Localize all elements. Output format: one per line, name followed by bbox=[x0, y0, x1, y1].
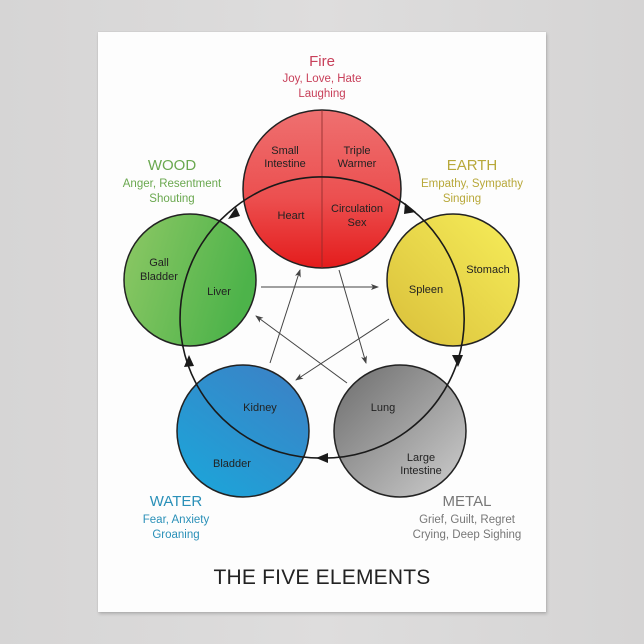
organ-liver: Liver bbox=[207, 286, 231, 298]
wood-circle bbox=[123, 213, 257, 347]
organ-kidney: Kidney bbox=[243, 402, 277, 414]
organ-sex: Sex bbox=[348, 217, 367, 229]
wood-sound: Shouting bbox=[149, 193, 194, 205]
water-emotions: Fear, Anxiety bbox=[143, 514, 210, 526]
fire-organs: Small Intestine Triple Warmer Heart Circ… bbox=[264, 145, 383, 229]
controlling-cycle bbox=[255, 269, 390, 384]
water-circle bbox=[176, 364, 310, 498]
arrow-wood-to-fire-icon bbox=[228, 207, 240, 219]
arrow-metal-to-water-icon bbox=[316, 453, 328, 463]
metal-sound: Crying, Deep Sighing bbox=[413, 529, 522, 541]
metal-label: METAL Grief, Guilt, Regret Crying, Deep … bbox=[413, 493, 522, 541]
water-sound: Groaning bbox=[152, 529, 199, 541]
organ-large-intestine-2: Intestine bbox=[400, 465, 442, 477]
arrow-fire-to-earth-icon bbox=[404, 203, 416, 214]
earth-sound: Singing bbox=[443, 193, 481, 205]
arrow-earth-to-metal-icon bbox=[452, 355, 463, 367]
earth-circle bbox=[386, 213, 520, 347]
water-name: WATER bbox=[150, 493, 203, 510]
water-organs: Kidney Bladder bbox=[213, 402, 277, 470]
metal-organs: Lung Large Intestine bbox=[371, 402, 442, 477]
cycle-arrowheads bbox=[184, 203, 463, 463]
fire-circle bbox=[242, 109, 402, 269]
generating-cycle bbox=[179, 176, 465, 459]
main-title: THE FIVE ELEMENTS bbox=[214, 566, 431, 589]
organ-stomach: Stomach bbox=[466, 264, 509, 276]
wood-name: WOOD bbox=[148, 157, 196, 174]
wood-label: WOOD Anger, Resentment Shouting bbox=[123, 157, 222, 205]
organ-circulation: Circulation bbox=[331, 203, 383, 215]
fire-emotions: Joy, Love, Hate bbox=[282, 73, 361, 85]
organ-bladder: Bladder bbox=[213, 458, 251, 470]
wood-organs: Gall Bladder Liver bbox=[140, 257, 231, 298]
earth-name: EARTH bbox=[447, 157, 498, 174]
organ-small-intestine-1: Small bbox=[271, 145, 299, 157]
fire-label: Fire Joy, Love, Hate Laughing bbox=[282, 53, 361, 100]
organ-large-intestine-1: Large bbox=[407, 452, 435, 464]
organ-gall-bladder-2: Bladder bbox=[140, 271, 178, 283]
water-label: WATER Fear, Anxiety Groaning bbox=[143, 493, 210, 541]
fire-name: Fire bbox=[309, 53, 335, 70]
metal-circle bbox=[333, 364, 467, 498]
organ-gall-bladder-1: Gall bbox=[149, 257, 169, 269]
metal-name: METAL bbox=[443, 493, 492, 510]
organ-heart: Heart bbox=[278, 210, 305, 222]
organ-small-intestine-2: Intestine bbox=[264, 158, 306, 170]
fire-sound: Laughing bbox=[298, 88, 345, 100]
earth-emotions: Empathy, Sympathy bbox=[421, 178, 523, 190]
earth-label: EARTH Empathy, Sympathy Singing bbox=[421, 157, 523, 205]
organ-lung: Lung bbox=[371, 402, 395, 414]
organ-triple-warmer-2: Warmer bbox=[338, 158, 377, 170]
earth-organs: Stomach Spleen bbox=[409, 264, 510, 296]
organ-spleen: Spleen bbox=[409, 284, 443, 296]
wood-emotions: Anger, Resentment bbox=[123, 178, 222, 190]
organ-triple-warmer-1: Triple bbox=[343, 145, 370, 157]
arrow-water-to-wood-icon bbox=[184, 355, 194, 367]
metal-emotions: Grief, Guilt, Regret bbox=[419, 514, 516, 526]
